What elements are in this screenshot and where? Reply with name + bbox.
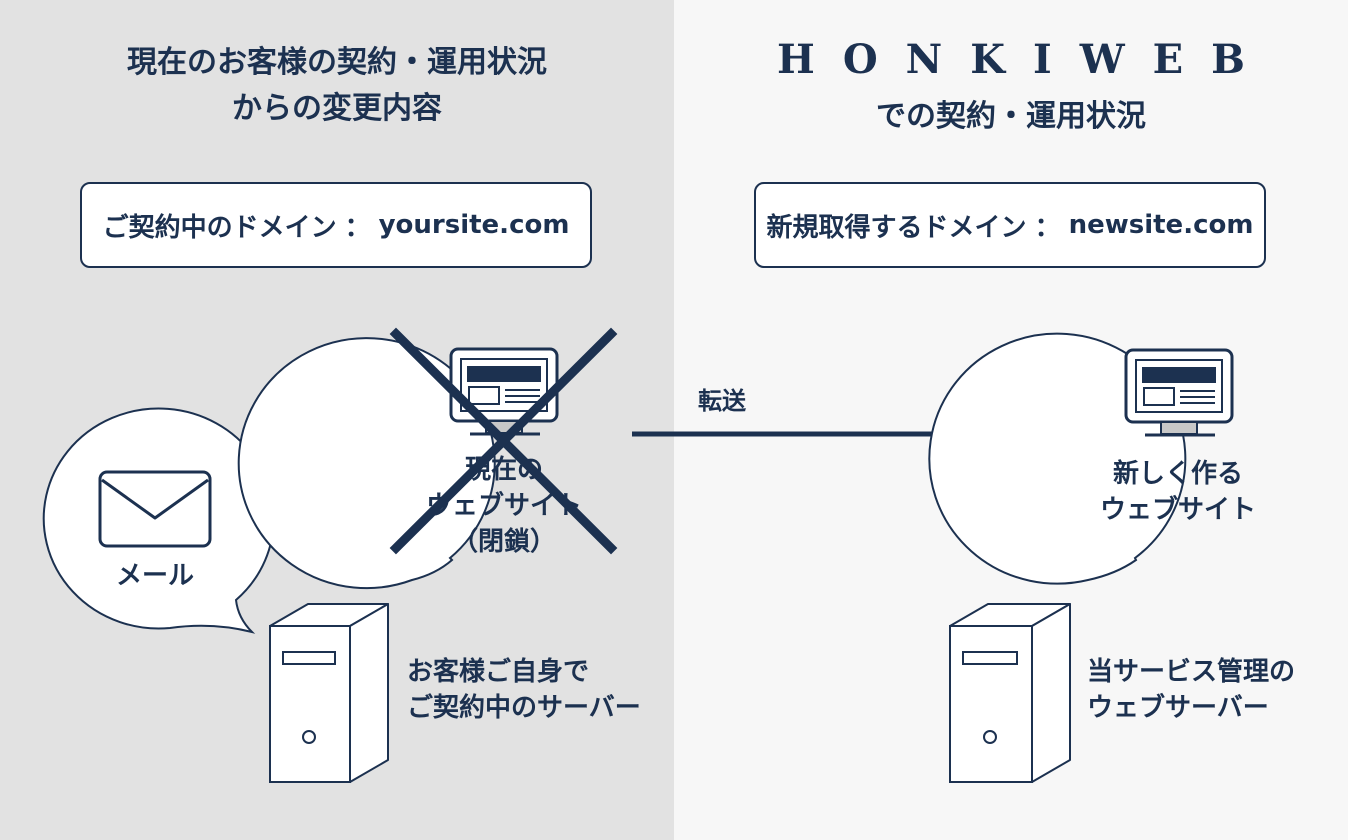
current-website-line3: （閉鎖）	[451, 527, 556, 557]
brand-logo: HONKIWEB	[777, 36, 1273, 83]
current-website-label: 現在の ウェブサイト （閉鎖）	[404, 452, 604, 560]
current-domain-value: yoursite.com	[378, 210, 570, 240]
envelope-icon	[98, 470, 212, 548]
current-domain-box: ご契約中のドメイン ： yoursite.com	[80, 182, 592, 268]
new-website-line1: 新しく作る	[1112, 459, 1243, 489]
current-domain-label: ご契約中のドメイン	[102, 212, 337, 243]
new-server-label: 当サービス管理の ウェブサーバー	[1087, 654, 1295, 726]
current-domain-separator: ：	[344, 212, 371, 243]
current-website-line2: ウェブサイト	[425, 491, 582, 521]
new-website-speech-bubble	[928, 332, 1187, 585]
current-server-label: お客様ご自身で ご契約中のサーバー	[407, 654, 641, 726]
current-website-speech-bubble	[237, 337, 496, 590]
new-domain-value: newsite.com	[1068, 210, 1254, 240]
left-heading: 現在のお客様の契約・運用状況 からの変更内容	[0, 40, 674, 132]
left-heading-line1: 現在のお客様の契約・運用状況	[127, 45, 547, 80]
current-server-line2: ご契約中のサーバー	[407, 693, 641, 723]
right-heading-line2: での契約・運用状況	[876, 99, 1146, 134]
mail-label: メール	[115, 561, 194, 591]
current-server-icon	[269, 603, 389, 783]
new-domain-box: 新規取得するドメイン ： newsite.com	[754, 182, 1266, 268]
new-server-line1: 当サービス管理の	[1087, 657, 1296, 687]
current-server-line1: お客様ご自身で	[407, 657, 590, 687]
new-website-monitor-icon	[1124, 348, 1234, 437]
new-server-line2: ウェブサーバー	[1087, 693, 1269, 723]
closed-cross-icon	[389, 327, 618, 555]
right-heading: での契約・運用状況	[674, 94, 1348, 140]
current-website-line1: 現在の	[464, 455, 543, 485]
new-domain-separator: ：	[1034, 212, 1061, 243]
new-website-line2: ウェブサイト	[1099, 495, 1256, 525]
left-heading-line2: からの変更内容	[232, 91, 442, 126]
new-server-icon	[949, 603, 1071, 783]
new-website-label: 新しく作る ウェブサイト	[1078, 456, 1278, 528]
transfer-label: 転送	[698, 387, 746, 415]
current-website-monitor-icon	[449, 347, 559, 436]
new-domain-label: 新規取得するドメイン	[766, 212, 1027, 243]
